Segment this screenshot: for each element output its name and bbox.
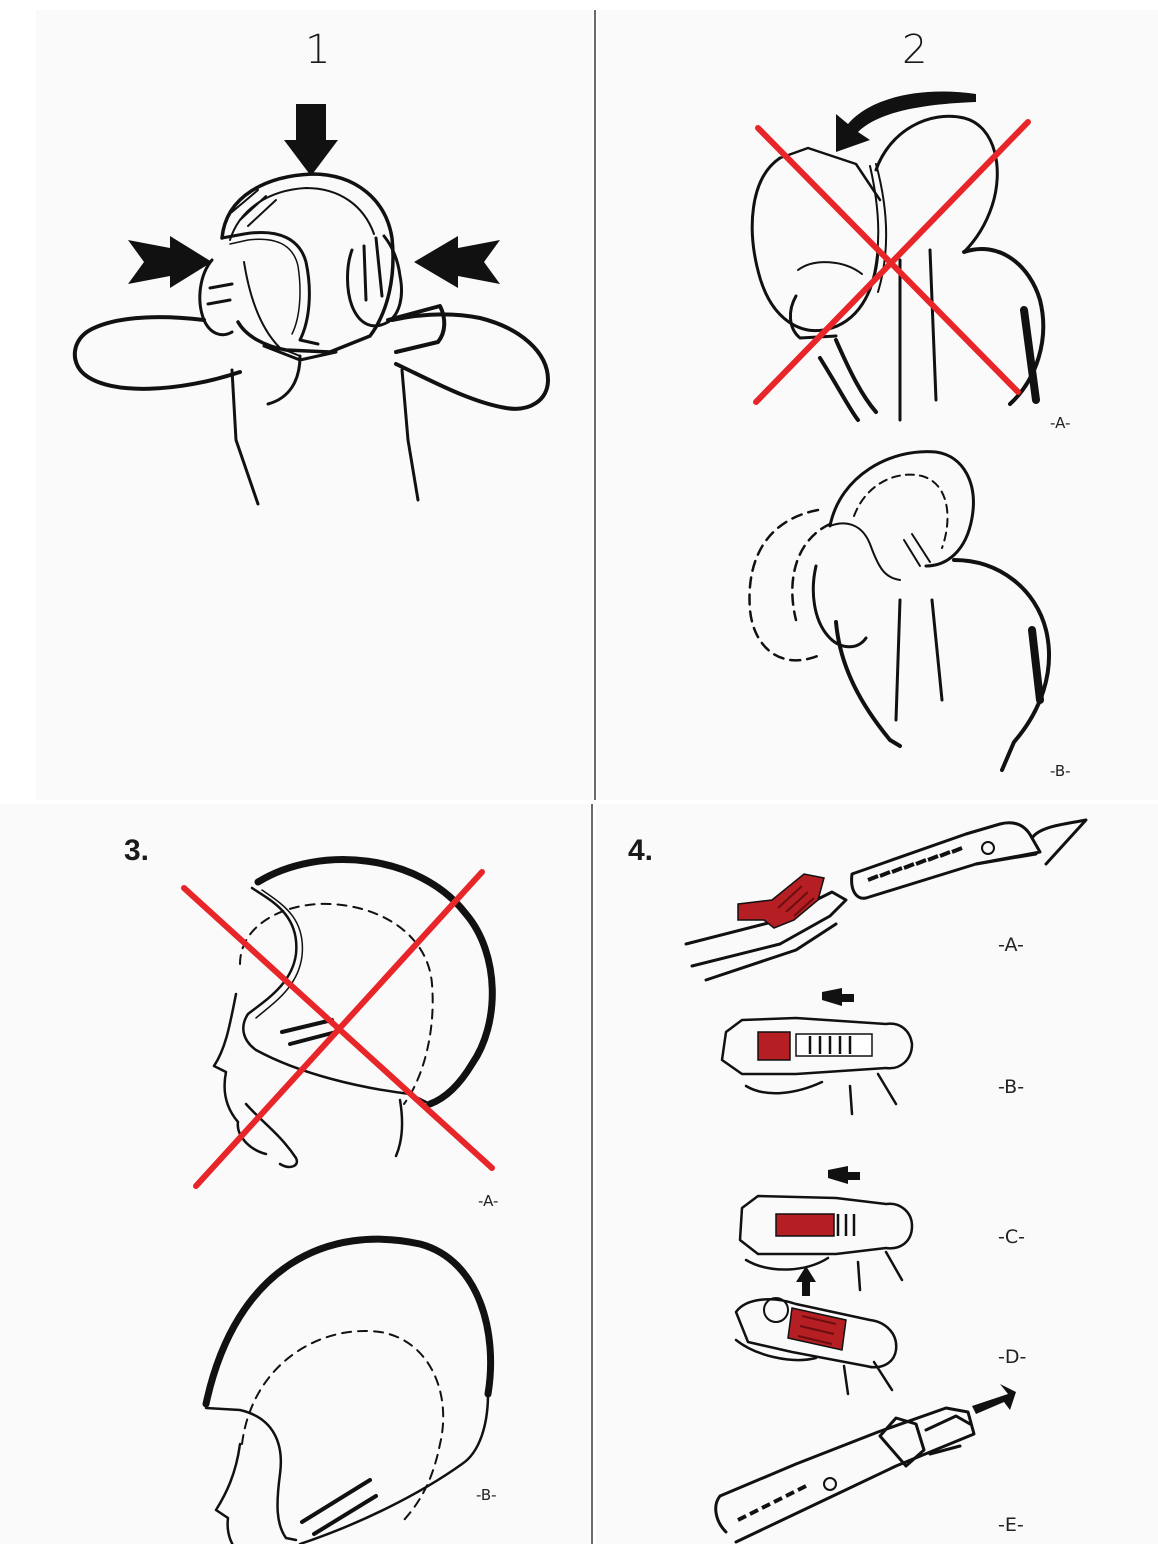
helmet-icon [206,1239,491,1544]
buckle-icon [722,988,912,1114]
curved-arrow-icon [836,92,976,152]
cross-mark-icon [184,872,492,1186]
strap-icon [852,820,1086,898]
vertical-divider-bottom [591,804,593,1544]
buckle-icon [686,874,846,980]
arrow-left-icon [414,236,500,288]
cross-mark-icon [756,122,1028,402]
buckle-icon [740,1166,912,1290]
arrow-down-icon [284,104,338,176]
buckle-icon [736,1266,896,1394]
step-4-illustration [596,804,1158,1544]
step-2-illustration [600,0,1158,800]
step-3-illustration [0,804,590,1544]
helmet-icon [222,174,393,360]
arrow-right-icon [128,236,212,288]
strap-icon [716,1384,1016,1542]
step-1-illustration [0,0,600,520]
helmet-icon [750,452,974,661]
